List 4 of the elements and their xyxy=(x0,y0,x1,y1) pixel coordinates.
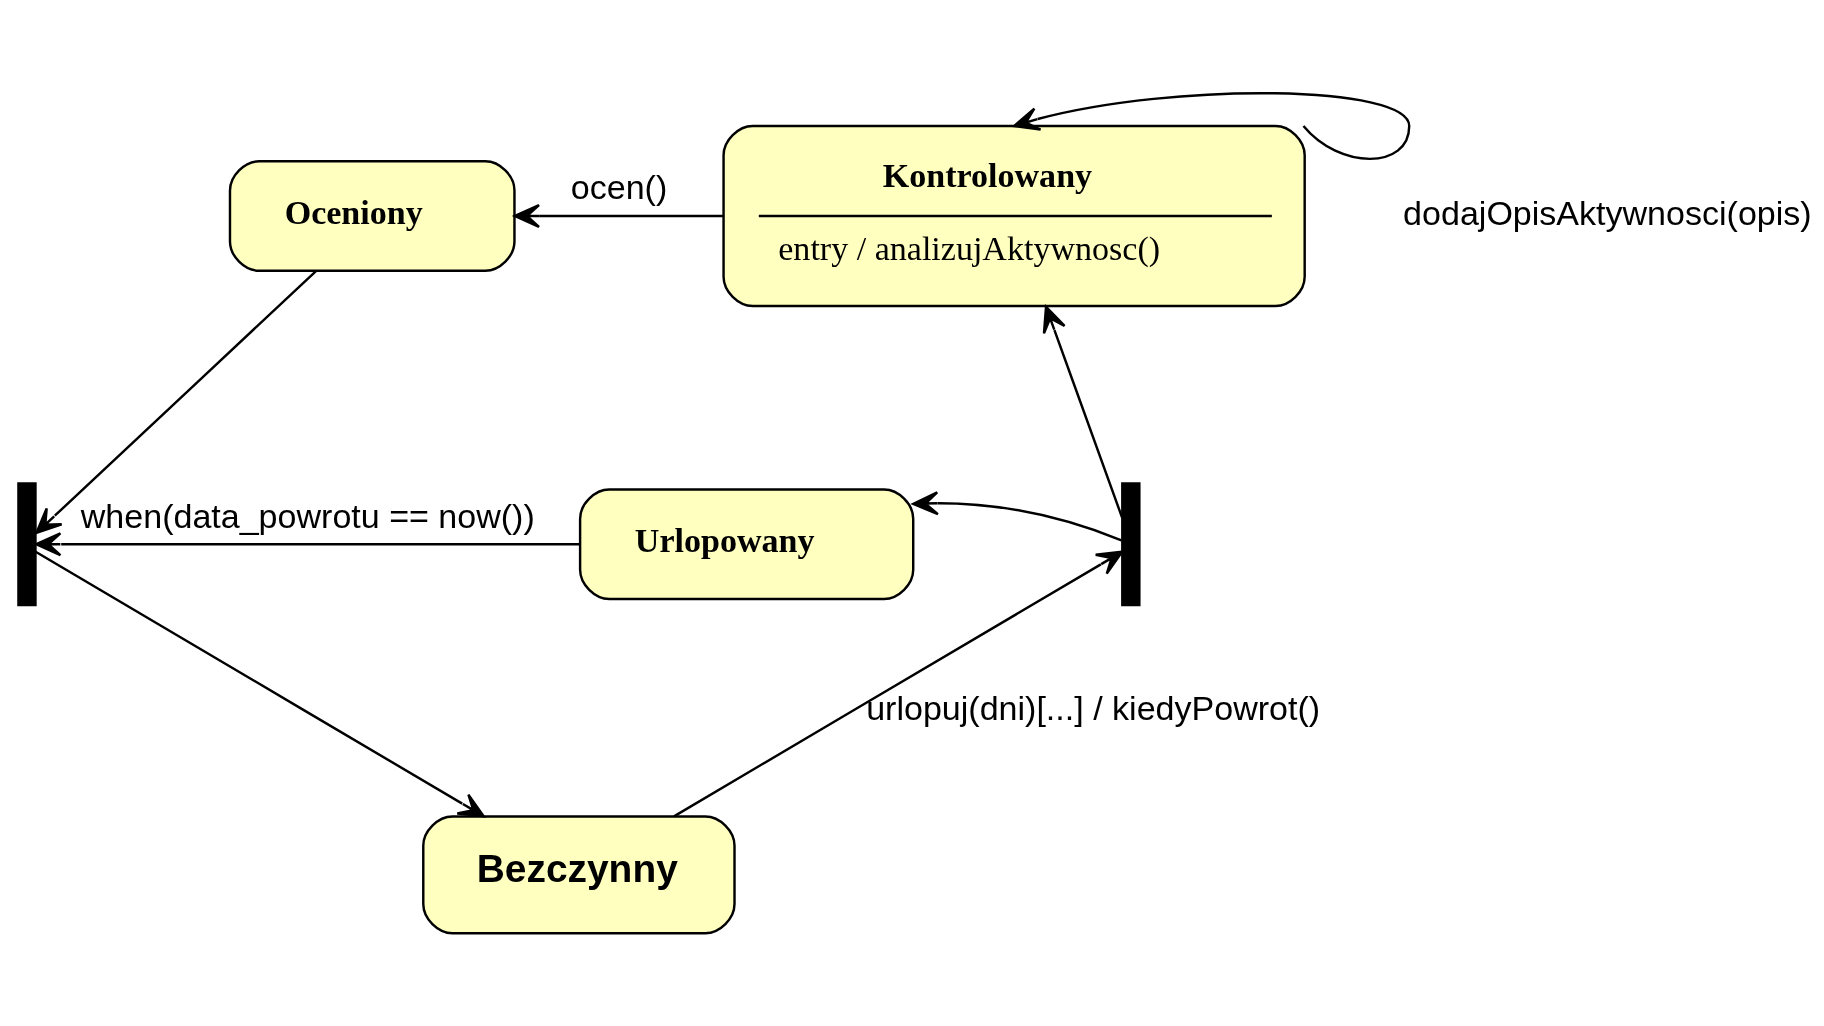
edge-label: dodajOpisAktywnosci(opis) xyxy=(1403,194,1812,232)
edge-label: ocen() xyxy=(570,168,668,207)
edge-label: urlopuj(dni)[...] / kiedyPowrot() xyxy=(866,688,1321,727)
edge-label: when(data_powrotu == now()) xyxy=(80,496,535,535)
